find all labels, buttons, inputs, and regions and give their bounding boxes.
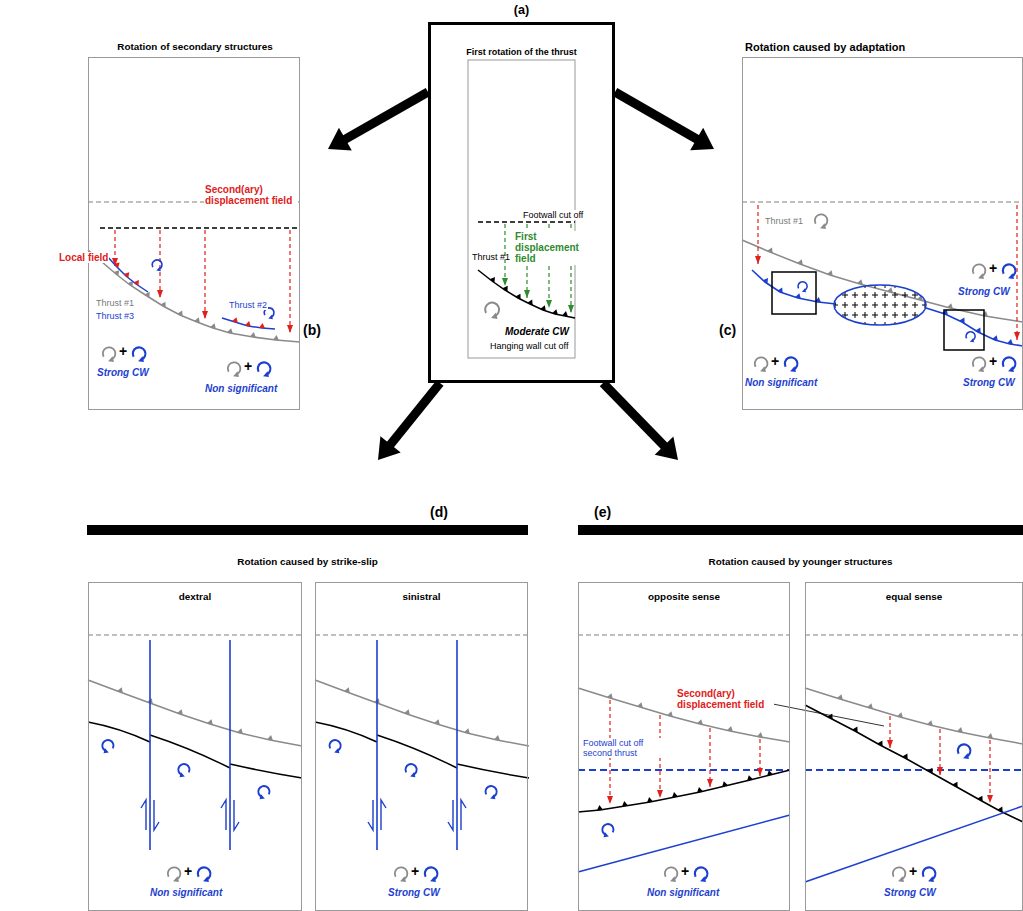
annotation-label: Second(ary) displacement field bbox=[204, 184, 298, 206]
flow-arrow bbox=[603, 383, 678, 460]
panel-title: dextral bbox=[89, 591, 301, 602]
annotation-label: Thrust #3 bbox=[96, 311, 134, 321]
panel-group: (d) Rotation caused by strike-slip dextral… bbox=[87, 500, 528, 911]
plus-sign: + bbox=[909, 864, 917, 880]
panel-title: Rotation caused by adaptation bbox=[745, 41, 905, 54]
panel-letter: (d) bbox=[430, 504, 448, 520]
panel-letter: (b) bbox=[303, 322, 321, 338]
panel-title: Rotation of secondary structures bbox=[89, 41, 301, 52]
panel-title: equal sense bbox=[806, 591, 1022, 602]
panel-title: Rotation caused by younger structures bbox=[578, 556, 1023, 567]
annotation-label: Thrust #1 bbox=[765, 216, 803, 226]
annotation-label: Footwall cut off second thrust bbox=[582, 738, 674, 758]
annotation-label: Strong CW bbox=[97, 367, 149, 378]
plus-sign: + bbox=[184, 864, 192, 880]
panel-title: sinistral bbox=[316, 591, 527, 602]
annotation-label: Second(ary) displacement field bbox=[676, 688, 774, 710]
flow-arrow bbox=[378, 383, 440, 460]
sub-panel-box: dextral bbox=[88, 582, 302, 911]
annotation-label: Thrust #1 bbox=[472, 252, 510, 262]
annotation-label: Non significant bbox=[150, 887, 222, 898]
panel-group: (e) Rotation caused by younger structures… bbox=[578, 500, 1023, 911]
panel-title: Rotation caused by strike-slip bbox=[87, 556, 528, 567]
plus-sign: + bbox=[681, 864, 689, 880]
panel-letter: (e) bbox=[594, 504, 611, 520]
panel-letter: (c) bbox=[719, 322, 736, 338]
annotation-label: Strong CW bbox=[958, 286, 1010, 297]
annotation-label: Local field bbox=[58, 252, 109, 263]
panel-letter: (a) bbox=[431, 3, 612, 17]
annotation-label: Footwall cut off bbox=[522, 210, 584, 220]
annotation-label: Non significant bbox=[205, 383, 277, 394]
plus-sign: + bbox=[771, 354, 779, 370]
annotation-label: Strong CW bbox=[884, 887, 936, 898]
panel-title: First rotation of the thrust bbox=[431, 47, 612, 57]
annotation-label: Non significant bbox=[647, 887, 719, 898]
plus-sign: + bbox=[119, 344, 127, 360]
annotation-label: Strong CW bbox=[963, 377, 1015, 388]
panel-box: (c)Rotation caused by adaptation bbox=[742, 57, 1023, 410]
plus-sign: + bbox=[989, 354, 997, 370]
annotation-label: First displacement field bbox=[514, 231, 576, 265]
sub-panel-box: equal sense bbox=[805, 582, 1023, 911]
plus-sign: + bbox=[244, 359, 252, 375]
flow-arrow bbox=[328, 92, 428, 150]
sub-panel-box: sinistral bbox=[315, 582, 528, 911]
plus-sign: + bbox=[989, 261, 997, 277]
annotation-label: Hanging wall cut off bbox=[490, 341, 568, 351]
panel-title: opposite sense bbox=[579, 591, 789, 602]
annotation-label: Strong CW bbox=[388, 887, 440, 898]
flow-arrow bbox=[615, 92, 714, 150]
plus-sign: + bbox=[411, 864, 419, 880]
annotation-label: Non significant bbox=[745, 377, 817, 388]
annotation-label: Thrust #1 bbox=[96, 298, 134, 308]
annotation-label: Moderate CW bbox=[505, 326, 569, 337]
annotation-label: Thrust #2 bbox=[228, 300, 268, 310]
